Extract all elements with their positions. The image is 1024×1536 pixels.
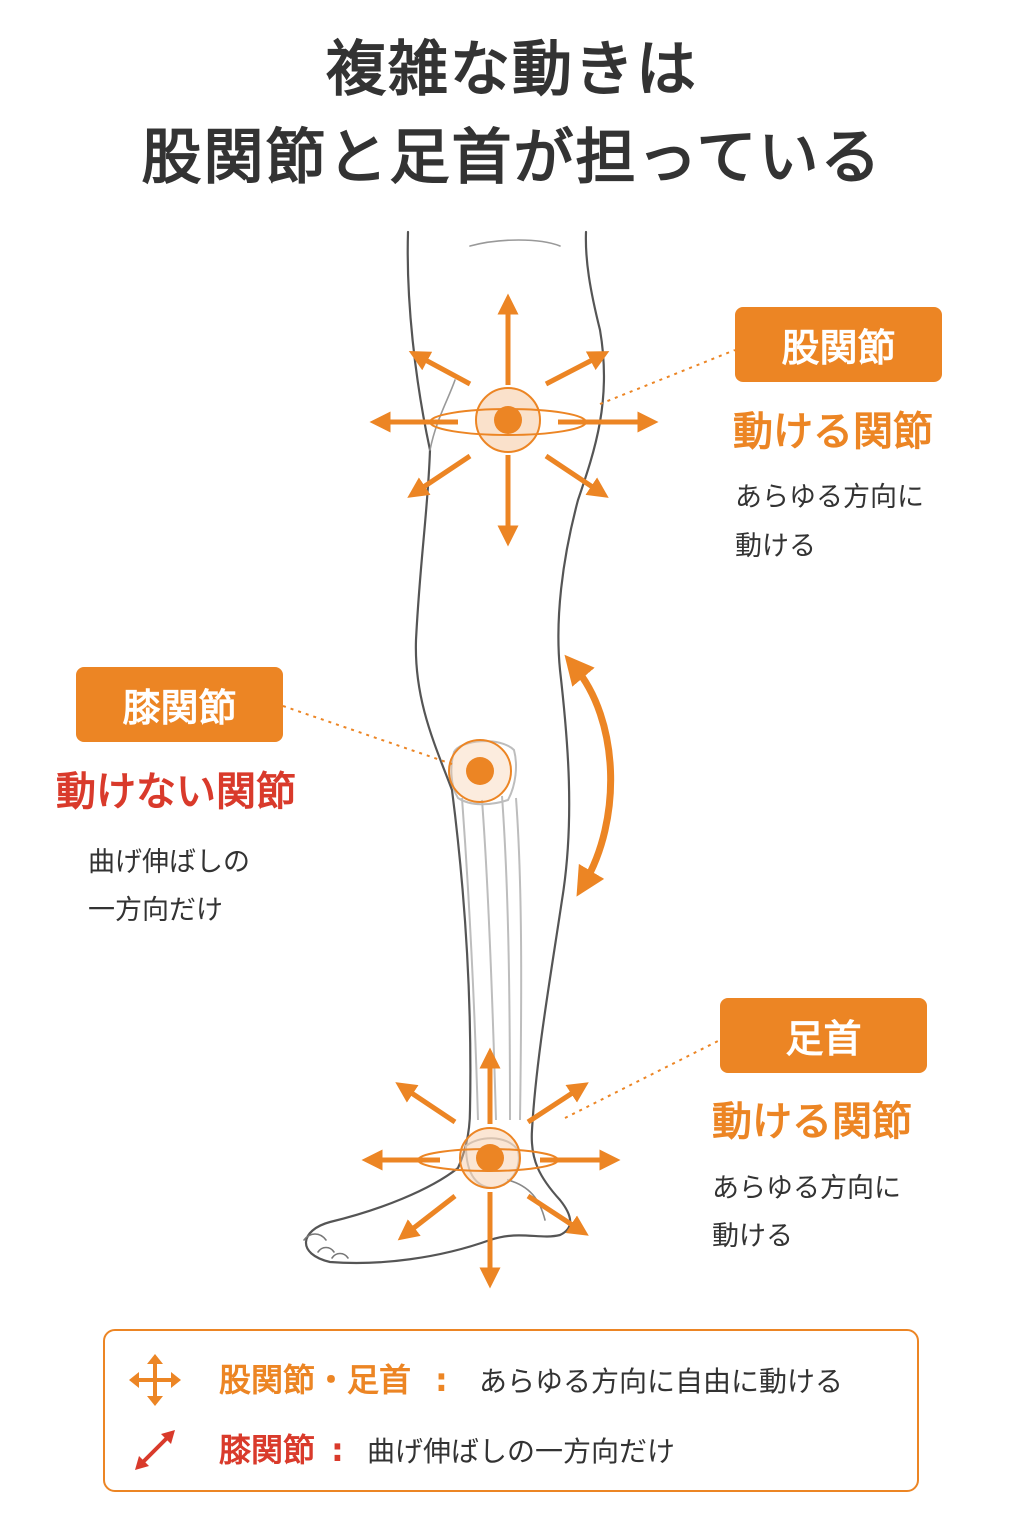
hip-motion-arrows <box>369 293 659 547</box>
ankle-motion-arrows <box>361 1047 621 1289</box>
hip-joint-marker <box>429 387 587 453</box>
title-line-1: 複雑な動きは <box>326 35 698 105</box>
hip-badge: 股関節 <box>735 307 942 382</box>
ankle-badge: 足首 <box>720 998 927 1073</box>
knee-joint-marker <box>448 739 512 803</box>
leg-outline <box>303 230 606 1265</box>
legend-row-1-colon: : <box>435 1361 448 1399</box>
knee-status: 動けない関節 <box>56 769 296 815</box>
legend-row-2-label: 膝関節 <box>219 1431 316 1469</box>
legend-box: 股関節・足首 : あらゆる方向に自由に動ける 膝関節 : 曲げ伸ばしの一方向だけ <box>103 1329 919 1492</box>
legend-row-2-colon: : <box>331 1431 344 1469</box>
knee-desc-line-1: 曲げ伸ばしの <box>88 847 250 878</box>
lower-leg-bones <box>450 740 523 1190</box>
callout-leaders <box>282 349 736 1119</box>
ankle-desc-line-2: 動ける <box>712 1221 793 1252</box>
legend-row-2-desc: 曲げ伸ばしの一方向だけ <box>367 1435 676 1468</box>
title-line-2: 股関節と足首が担っている <box>141 123 883 193</box>
ankle-desc-line-1: あらゆる方向に <box>712 1173 901 1204</box>
hip-status: 動ける関節 <box>733 409 933 455</box>
diagonal-double-arrow-icon <box>135 1430 175 1470</box>
legend-row-1-desc: あらゆる方向に自由に動ける <box>479 1365 844 1398</box>
hip-desc-line-2: 動ける <box>735 531 816 562</box>
knee-badge: 膝関節 <box>76 667 283 742</box>
knee-desc-line-2: 一方向だけ <box>88 895 223 926</box>
legend-row-1-label: 股関節・足首 <box>219 1361 412 1399</box>
hip-desc-line-1: あらゆる方向に <box>735 482 924 513</box>
ankle-status: 動ける関節 <box>712 1099 912 1145</box>
knee-curved-double-arrow <box>564 654 615 897</box>
four-way-arrows-icon <box>129 1354 181 1406</box>
